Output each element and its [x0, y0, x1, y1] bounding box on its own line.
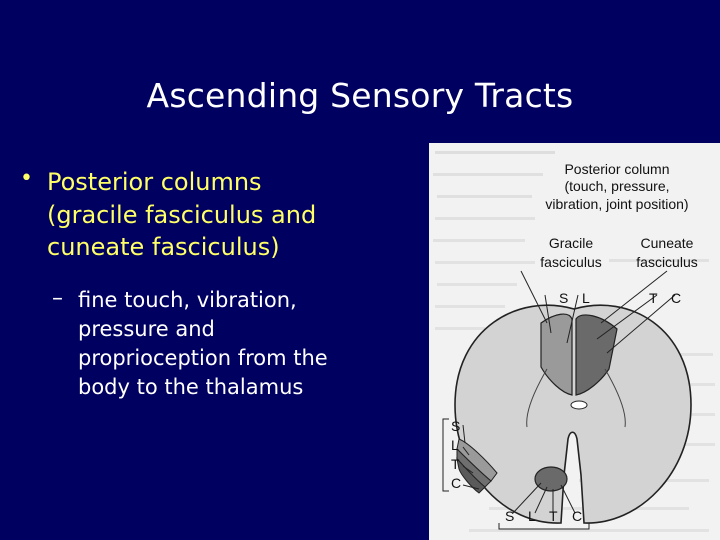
spinal-cord-figure: Posterior column (touch, pressure, vibra… — [429, 143, 720, 540]
posterior-column-label: Posterior column — [564, 161, 669, 177]
left-letter: C — [451, 475, 461, 491]
leader-lines — [442, 270, 676, 530]
cuneate-label: Cuneate — [641, 235, 694, 251]
spinal-cord-diagram: Posterior column (touch, pressure, vibra… — [433, 151, 715, 532]
bottom-letter: C — [572, 508, 582, 524]
sub-bullet-marker: – — [52, 286, 63, 311]
posterior-column-label: (touch, pressure, — [564, 178, 669, 194]
bottom-letter: T — [549, 508, 558, 524]
top-right-letter: T — [649, 290, 658, 306]
left-letter: S — [451, 418, 460, 434]
gracile-label: Gracile — [549, 235, 594, 251]
cuneate-fasciculus-shape — [575, 314, 618, 396]
left-letter: T — [451, 456, 460, 472]
left-letter: L — [451, 437, 459, 453]
dorsal-horn-boundary — [526, 368, 626, 428]
slide-title: Ascending Sensory Tracts — [146, 76, 574, 115]
spinal-cord-outline — [454, 304, 692, 524]
top-left-letter: S — [559, 290, 568, 306]
bottom-letter: S — [505, 508, 514, 524]
central-canal — [570, 400, 588, 410]
anterior-tract-shape — [534, 466, 568, 492]
main-bullet-line: (gracile fasciculus and — [47, 200, 317, 229]
sub-bullet-line: body to the thalamus — [78, 375, 304, 399]
cuneate-label: fasciculus — [636, 254, 697, 270]
main-bullet-line: cuneate fasciculus) — [47, 233, 280, 261]
bottom-letter: L — [528, 508, 536, 524]
top-right-letter: C — [671, 290, 681, 306]
gracile-label: fasciculus — [540, 254, 601, 270]
posterior-column-label: vibration, joint position) — [545, 196, 688, 212]
sub-bullet-line: proprioception from the — [78, 346, 328, 370]
sub-bullet-text: fine touch, vibration, pressure and prop… — [78, 286, 398, 402]
sub-bullet-line: pressure and — [78, 317, 215, 341]
main-bullet-line: Posterior columns — [47, 168, 262, 196]
main-bullet-text: Posterior columns (gracile fasciculus an… — [47, 166, 397, 264]
sub-bullet-line: fine touch, vibration, — [78, 288, 297, 312]
gracile-fasciculus-shape — [540, 313, 573, 396]
bullet-marker: • — [20, 166, 33, 191]
top-left-letter: L — [582, 290, 590, 306]
